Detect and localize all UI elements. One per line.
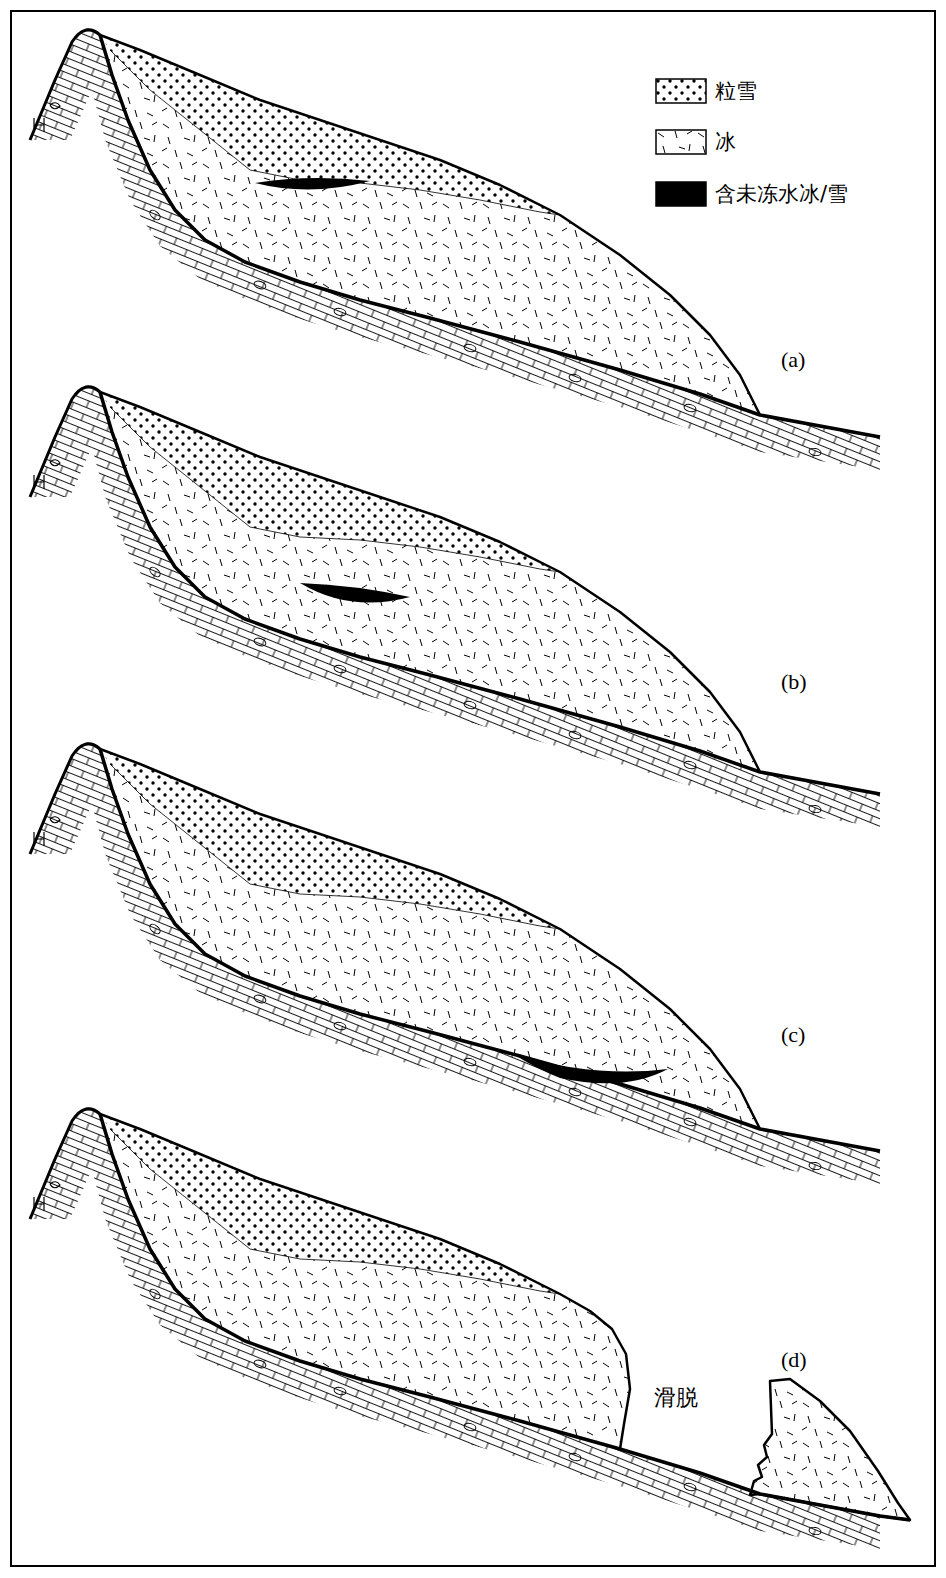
panel-label: (b): [779, 670, 809, 694]
panel-a: [30, 28, 880, 470]
legend-text: 含未冻水冰/雪: [715, 180, 848, 208]
panel-b: [30, 385, 880, 827]
legend-swatch: [655, 78, 707, 104]
legend-pattern: [656, 79, 706, 103]
legend-swatch: [655, 181, 707, 207]
frame: [11, 11, 935, 1566]
legend-row: 冰: [655, 128, 736, 156]
panel-d: [30, 1107, 910, 1549]
panel-label: (a): [779, 348, 807, 372]
legend-text: 粒雪: [715, 77, 757, 105]
legend-row: 粒雪: [655, 77, 757, 105]
legend-text: 冰: [715, 128, 736, 156]
legend-swatch: [655, 129, 707, 155]
panel-label: (c): [779, 1023, 807, 1047]
legend-pattern: [656, 130, 706, 154]
panel-c: [30, 742, 880, 1184]
legend-row: 含未冻水冰/雪: [655, 180, 848, 208]
legend-color: [656, 182, 706, 206]
annotation: 滑脱: [652, 1386, 700, 1410]
panel-label: (d): [779, 1348, 809, 1372]
